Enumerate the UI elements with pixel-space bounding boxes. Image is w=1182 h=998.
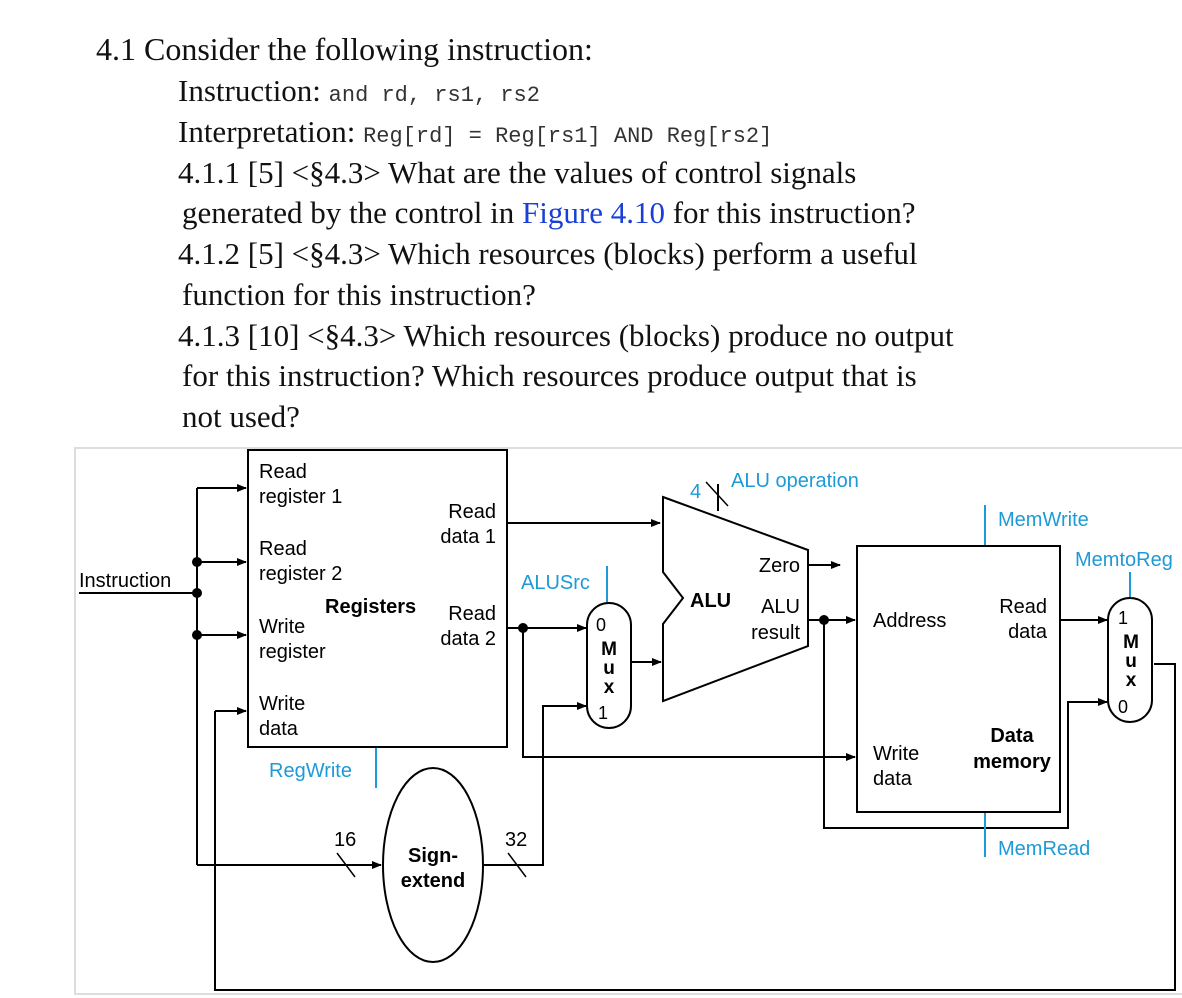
junction-dots	[192, 557, 829, 640]
diagram-frame	[74, 447, 1182, 995]
memread-label: MemRead	[998, 838, 1090, 860]
alu-block	[662, 495, 809, 703]
question-4-1-2: 4.1.2 [5] <§4.3> Which resources (blocks…	[178, 236, 918, 271]
memory-read-data-label: Read	[999, 596, 1047, 618]
alu-op-bits-label: 4	[690, 481, 701, 503]
regwrite-label: RegWrite	[269, 760, 352, 782]
memwrite-label: MemWrite	[998, 509, 1089, 531]
mux-input-1: 1	[598, 703, 608, 723]
svg-text:memory: memory	[973, 751, 1052, 773]
alu-operation-label: ALU operation	[731, 470, 859, 492]
question-4-1-1-cont: generated by the control in Figure 4.10 …	[182, 195, 916, 231]
mux-input-0: 0	[596, 615, 606, 635]
data-memory-title: Data	[990, 725, 1034, 747]
mux2-input-0: 0	[1118, 697, 1128, 717]
interpretation-label: Interpretation:	[178, 114, 356, 149]
mux2-letters: M u x	[1123, 632, 1139, 691]
svg-text:register: register	[259, 641, 326, 663]
data-memory-block	[856, 545, 1061, 813]
question-4-1-3-cont2: not used?	[182, 399, 300, 434]
sign-extend-block	[382, 767, 484, 963]
alu-result-label: ALU	[761, 596, 800, 618]
instruction-line: Instruction: and rd, rs1, rs2	[178, 73, 540, 109]
memtoreg-mux	[1107, 597, 1153, 723]
svg-text:u: u	[603, 658, 615, 679]
svg-text:register 2: register 2	[259, 563, 342, 585]
svg-text:x: x	[604, 677, 615, 698]
question-4-1-1: 4.1.1 [5] <§4.3> What are the values of …	[178, 155, 857, 190]
svg-text:data 1: data 1	[440, 526, 496, 548]
question-4-1-2-cont: function for this instruction?	[182, 277, 536, 312]
sign-extend-label: Sign-	[408, 845, 458, 867]
svg-text:u: u	[1125, 651, 1137, 672]
datapath-diagram: Read register 1 Read register 2 Write re…	[74, 447, 1182, 995]
write-data-label: Write	[259, 693, 305, 715]
svg-text:data: data	[259, 718, 299, 740]
registers-block	[247, 449, 508, 748]
alu-title: ALU	[690, 590, 731, 612]
interpretation-line: Interpretation: Reg[rd] = Reg[rs1] AND R…	[178, 114, 772, 150]
q1-text-post: for this instruction?	[664, 195, 916, 230]
instruction-label: Instruction:	[178, 73, 321, 108]
alusrc-label: ALUSrc	[521, 572, 590, 594]
instruction-input-label: Instruction	[79, 570, 171, 592]
bits-16-label: 16	[334, 829, 356, 851]
registers-labels: Read register 1 Read register 2 Write re…	[259, 461, 496, 740]
read-register-1-label: Read	[259, 461, 307, 483]
question-heading: 4.1 Consider the following instruction:	[96, 31, 593, 67]
svg-text:extend: extend	[401, 870, 465, 892]
alu-zero-label: Zero	[759, 555, 800, 577]
interpretation-code: Reg[rd] = Reg[rs1] AND Reg[rs2]	[363, 124, 773, 149]
mux-letters: M u x	[601, 639, 617, 698]
mux2-input-1: 1	[1118, 608, 1128, 628]
control-lines	[375, 505, 1131, 857]
q1-text-pre: generated by the control in	[182, 195, 523, 230]
memory-write-data-label: Write	[873, 743, 919, 765]
memtoreg-label: MemtoReg	[1075, 549, 1173, 571]
svg-text:result: result	[751, 622, 800, 644]
bits-32-label: 32	[505, 829, 527, 851]
registers-title: Registers	[325, 596, 416, 618]
svg-text:register 1: register 1	[259, 486, 342, 508]
read-register-2-label: Read	[259, 538, 307, 560]
svg-text:data 2: data 2	[440, 628, 496, 650]
question-4-1-3: 4.1.3 [10] <§4.3> Which resources (block…	[178, 318, 954, 353]
control-signal-labels: RegWrite ALUSrc 4 ALU operation MemWrite…	[269, 470, 1173, 860]
instruction-code: and rd, rs1, rs2	[328, 83, 540, 108]
wires	[79, 481, 1176, 991]
read-data-1-label: Read	[448, 501, 496, 523]
figure-link[interactable]: Figure 4.10	[522, 195, 665, 230]
address-label: Address	[873, 610, 946, 632]
svg-text:x: x	[1126, 670, 1137, 691]
svg-text:M: M	[1123, 632, 1139, 653]
write-register-label: Write	[259, 616, 305, 638]
alusrc-mux	[586, 602, 632, 729]
svg-text:M: M	[601, 639, 617, 660]
read-data-2-label: Read	[448, 603, 496, 625]
question-4-1-3-cont: for this instruction? Which resources pr…	[182, 358, 917, 393]
svg-text:data: data	[1008, 621, 1048, 643]
svg-text:data: data	[873, 768, 913, 790]
